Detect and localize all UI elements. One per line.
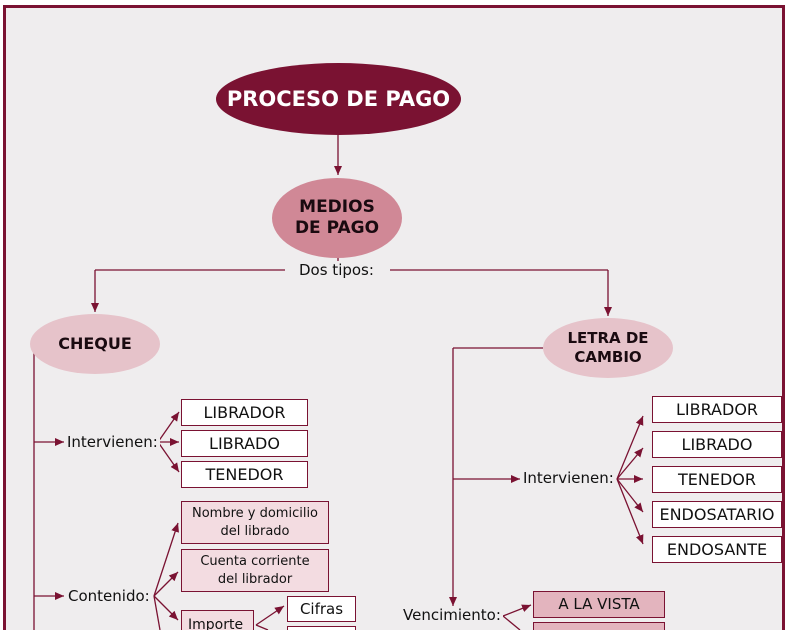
- line-contenido-extra: [153, 595, 161, 630]
- letra-endosante-box: ENDOSANTE: [652, 536, 782, 563]
- letra-tenedor-box: TENEDOR: [652, 466, 782, 493]
- letra-librador-box: LIBRADOR: [652, 396, 782, 423]
- contenido-nombre-line2: del librado: [220, 523, 290, 539]
- vencimiento-next-box: [533, 622, 665, 630]
- letra-librado-box: LIBRADO: [652, 431, 782, 458]
- cheque-tenedor-box: TENEDOR: [181, 461, 308, 488]
- arrow-venc-vista: [502, 604, 532, 617]
- letra-de-cambio-node: LETRA DE CAMBIO: [543, 318, 673, 378]
- arrow-cheque-tenedor: [157, 441, 180, 473]
- vencimiento-vista: A LA VISTA: [558, 595, 640, 614]
- cheque-title: CHEQUE: [58, 334, 132, 353]
- cheque-librado: LIBRADO: [209, 433, 280, 453]
- letra-librador: LIBRADOR: [675, 399, 759, 419]
- importe-cifras-box: Cifras: [287, 596, 356, 622]
- importe-cifras: Cifras: [299, 599, 344, 618]
- letra-vencimiento-label: Vencimiento:: [401, 606, 503, 624]
- importe-next-box: [287, 626, 356, 630]
- letra-tenedor: TENEDOR: [678, 469, 756, 489]
- cheque-tenedor: TENEDOR: [205, 464, 284, 484]
- cheque-node: CHEQUE: [30, 314, 160, 374]
- arrow-importe-cifras: [255, 605, 285, 626]
- vencimiento-vista-box: A LA VISTA: [533, 591, 665, 618]
- letra-intervienen-label: Intervienen:: [521, 469, 616, 487]
- letra-title-line2: CAMBIO: [574, 348, 642, 366]
- cheque-librado-box: LIBRADO: [181, 430, 308, 457]
- medios-line2: DE PAGO: [294, 218, 380, 238]
- cheque-contenido-label: Contenido:: [66, 587, 152, 605]
- arrow-letra-librador: [616, 415, 644, 480]
- cheque-intervienen-label: Intervienen:: [65, 433, 160, 451]
- contenido-cuenta-box: Cuenta corriente del librador: [181, 549, 329, 592]
- arrow-cheque-librador: [157, 411, 180, 443]
- line-venc-extra: [502, 615, 521, 630]
- dos-tipos-label: Dos tipos:: [297, 261, 376, 279]
- medios-line1: MEDIOS: [299, 196, 375, 217]
- medios-de-pago-node: MEDIOS DE PAGO: [272, 178, 402, 258]
- line-importe-extra: [255, 624, 269, 630]
- letra-endosante: ENDOSANTE: [666, 539, 768, 559]
- root-label: PROCESO DE PAGO: [226, 86, 451, 111]
- cheque-librador-box: LIBRADOR: [181, 399, 308, 426]
- letra-endosatario: ENDOSATARIO: [659, 504, 775, 524]
- arrow-contenido-cuenta: [153, 571, 179, 597]
- root-node: PROCESO DE PAGO: [216, 63, 461, 135]
- contenido-cuenta-line1: Cuenta corriente: [200, 553, 310, 569]
- arrow-contenido-importe: [153, 595, 179, 621]
- contenido-cuenta-line2: del librador: [217, 571, 293, 587]
- arrow-letra-endosatario: [616, 478, 644, 513]
- contenido-importe-box: Importe: [181, 610, 254, 630]
- letra-librado: LIBRADO: [681, 434, 753, 454]
- letra-title-line1: LETRA DE: [567, 329, 649, 348]
- cheque-librador: LIBRADOR: [203, 402, 286, 422]
- arrow-letra-librado: [616, 447, 644, 480]
- contenido-nombre-box: Nombre y domicilio del librado: [181, 501, 329, 544]
- arrow-letra-endosante: [616, 478, 644, 545]
- letra-endosatario-box: ENDOSATARIO: [652, 501, 782, 528]
- arrow-contenido-nombre: [153, 522, 179, 597]
- contenido-importe: Importe: [188, 616, 244, 630]
- contenido-nombre-line1: Nombre y domicilio: [191, 505, 319, 521]
